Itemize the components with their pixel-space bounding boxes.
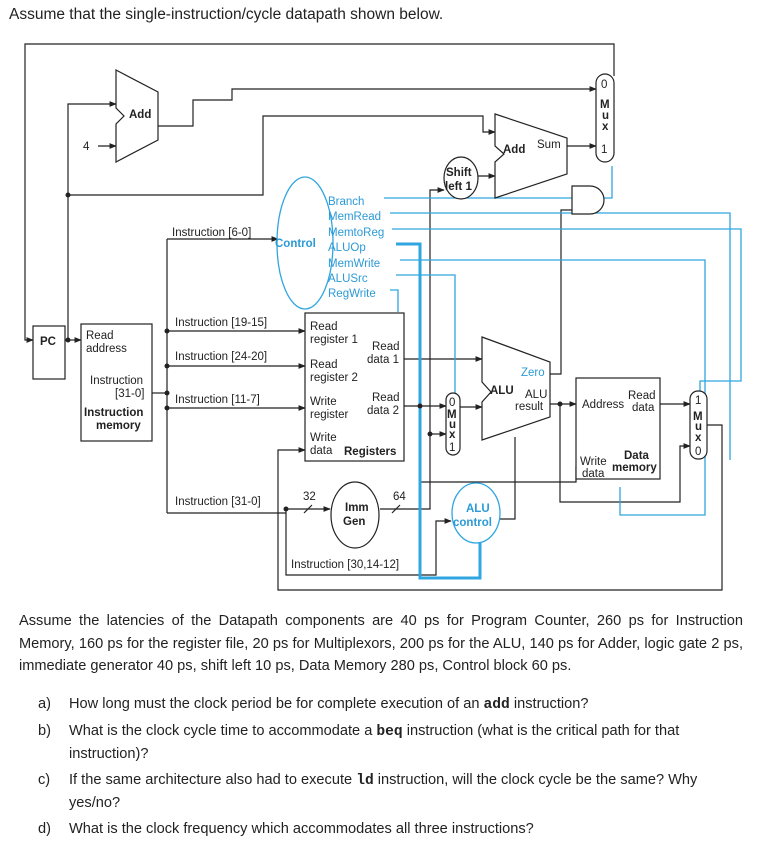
sum-label: Sum [537,139,561,151]
svg-text:x: x [602,121,609,133]
svg-text:32: 32 [303,491,316,503]
svg-text:1: 1 [601,144,607,156]
svg-text:Shift: Shift [446,167,472,179]
svg-text:Instruction [30,14-12]: Instruction [30,14-12] [291,559,399,571]
instruction-memory: Read address Instruction [31-0] Instruct… [80,323,153,442]
svg-text:Registers: Registers [344,446,396,458]
svg-text:0: 0 [449,397,455,409]
svg-text:Zero: Zero [521,367,545,379]
svg-text:[31-0]: [31-0] [115,388,144,400]
svg-text:u: u [695,421,702,433]
svg-text:64: 64 [393,491,406,503]
svg-text:data: data [582,468,605,480]
svg-text:register 1: register 1 [310,334,358,346]
svg-text:Instruction [31-0]: Instruction [31-0] [175,496,261,508]
control-wires [384,166,742,580]
question-c: c)If the same architecture also had to e… [38,771,698,812]
svg-text:control: control [453,517,492,529]
svg-text:ALUSrc: ALUSrc [328,273,368,285]
svg-text:Read: Read [310,321,338,333]
latency-description: Assume the latencies of the Datapath com… [19,613,743,674]
svg-text:MemRead: MemRead [328,211,381,223]
pc-adder: Add [115,69,159,163]
svg-text:Branch: Branch [328,196,364,208]
program-counter: PC [32,325,66,380]
svg-text:Data: Data [624,450,650,462]
svg-text:register: register [310,409,349,421]
svg-text:0: 0 [601,79,607,91]
control-unit: Control Branch MemRead MemtoReg ALUOp Me… [275,176,384,310]
svg-text:data: data [310,445,333,457]
branch-adder: Add Sum [494,113,568,199]
svg-text:ALUOp: ALUOp [328,242,366,254]
svg-text:x: x [695,432,702,444]
question-b: b)What is the clock cycle time to accomm… [38,722,680,763]
instruction-field-labels: Instruction [6-0] Instruction [19-15] In… [172,227,399,571]
svg-text:result: result [515,401,544,413]
svg-text:1: 1 [695,395,701,407]
svg-text:0: 0 [695,446,701,458]
shift-left-unit: Shift left 1 [443,156,479,200]
svg-text:Read: Read [372,341,400,353]
svg-text:left 1: left 1 [445,181,472,193]
svg-text:1: 1 [449,442,455,454]
svg-text:Write: Write [580,456,607,468]
register-file: Read register 1 Read register 2 Write re… [304,312,405,462]
junction-dots [65,192,563,512]
svg-text:Instruction [11-7]: Instruction [11-7] [175,394,260,406]
svg-text:Imm: Imm [345,502,369,514]
alu-control-unit: ALU control [451,482,501,544]
svg-text:x: x [449,429,456,441]
svg-text:MemWrite: MemWrite [328,258,380,270]
control-label: Control [275,238,316,250]
immediate-generator: Imm Gen 32 64 [303,481,406,549]
svg-text:M: M [447,409,457,421]
svg-text:Instruction [24-20]: Instruction [24-20] [175,351,267,363]
svg-text:Instruction: Instruction [84,407,143,419]
alu: Zero ALU ALU result [481,336,551,441]
svg-text:Write: Write [310,432,337,444]
svg-text:data: data [632,402,655,414]
constant-four: 4 [83,141,90,153]
svg-text:Instruction [19-15]: Instruction [19-15] [175,317,267,329]
question-a: a)How long must the clock period be for … [38,696,589,713]
svg-text:ALU: ALU [525,389,547,401]
datapath-diagram: PC Add 4 Add Sum 0 M u x 1 Shift left 1 … [24,43,742,591]
svg-text:M: M [600,99,610,111]
svg-text:RegWrite: RegWrite [328,288,376,300]
svg-text:Address: Address [582,399,624,411]
svg-text:ALU: ALU [466,503,490,515]
svg-text:Gen: Gen [343,516,365,528]
svg-text:u: u [602,110,609,122]
svg-text:Instruction [6-0]: Instruction [6-0] [172,227,251,239]
question-list: a)How long must the clock period be for … [38,693,743,844]
question-d: d)What is the clock frequency which acco… [38,820,534,837]
svg-text:address: address [86,343,127,355]
svg-text:ALU: ALU [490,385,514,397]
svg-text:Read: Read [86,330,114,342]
svg-text:Read: Read [628,390,656,402]
pc-adder-label: Add [129,109,151,121]
branch-and-gate [571,185,605,215]
svg-text:M: M [693,411,703,423]
intro-text: Assume that the single-instruction/cycle… [9,6,444,23]
svg-text:data 1: data 1 [367,354,399,366]
pc-source-mux: 0 M u x 1 [595,73,615,163]
svg-text:MemtoReg: MemtoReg [328,227,384,239]
branch-adder-label: Add [503,144,525,156]
svg-text:Read: Read [372,392,400,404]
svg-text:Write: Write [310,396,337,408]
svg-text:u: u [449,419,456,431]
alusrc-mux: 0 M u x 1 [445,392,461,456]
svg-text:Instruction: Instruction [90,375,143,387]
svg-text:memory: memory [612,462,657,474]
svg-text:Read: Read [310,359,338,371]
data-memory: Address Read data Write data Data memory [575,377,661,480]
memtoreg-mux: 1 M u x 0 [689,390,708,460]
svg-text:register 2: register 2 [310,372,358,384]
svg-text:memory: memory [96,420,141,432]
pc-label: PC [40,336,56,348]
svg-text:data 2: data 2 [367,405,399,417]
